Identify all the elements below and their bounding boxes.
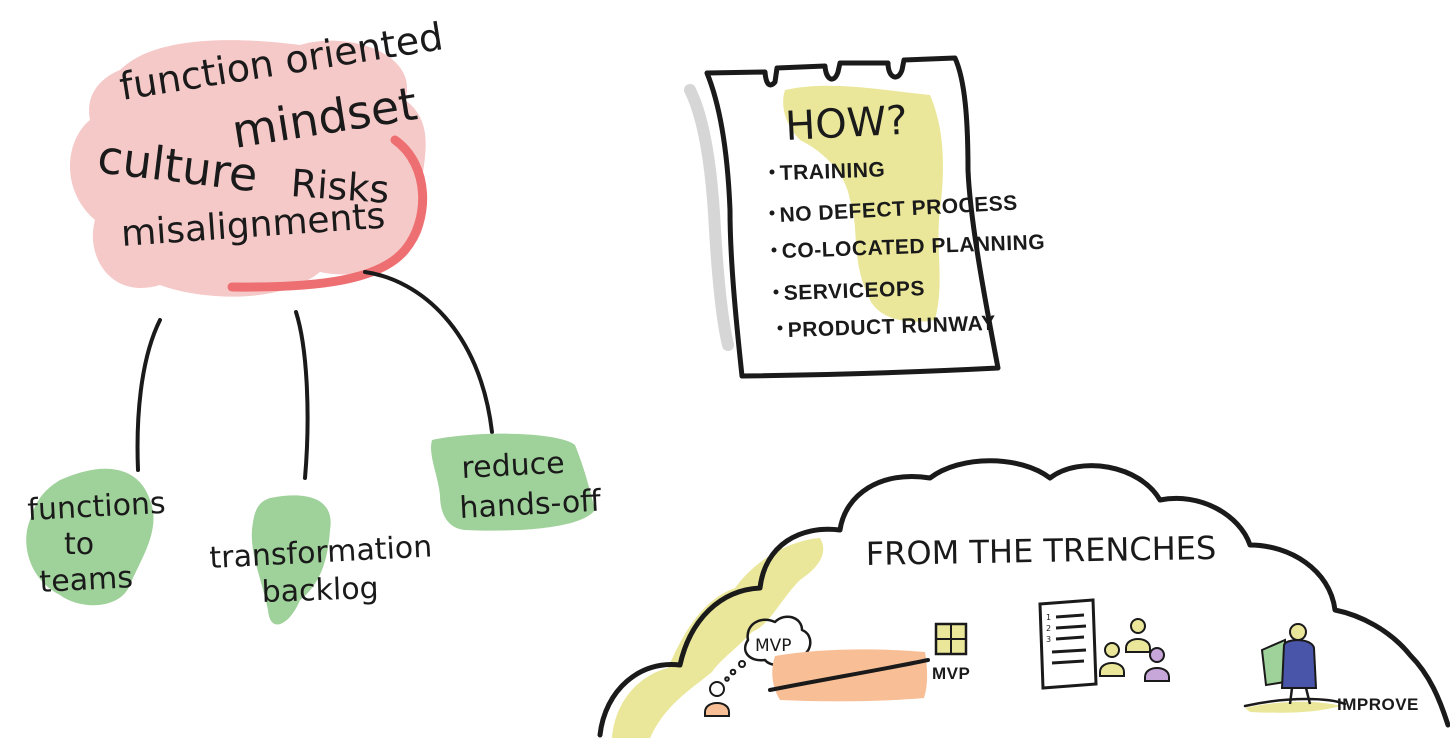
connector-left xyxy=(135,318,162,472)
branch-middle-highlight xyxy=(251,495,331,625)
cloud-outline xyxy=(597,458,1450,738)
doc-line xyxy=(1055,624,1087,630)
note-outline xyxy=(704,55,1001,379)
branch-left-highlight xyxy=(26,468,154,606)
branch-right-highlight xyxy=(431,433,595,531)
how-bullet xyxy=(771,247,777,253)
people-group-icon xyxy=(1099,618,1170,682)
hiker-leg xyxy=(1288,687,1294,705)
doc-line xyxy=(1051,648,1087,654)
trenches-title: FROM THE TRENCHES xyxy=(865,529,1216,573)
how-item-product-runway: PRODUCT RUNWAY xyxy=(787,312,996,342)
connector-right xyxy=(363,270,494,434)
person-body xyxy=(1144,667,1170,682)
connector-middle xyxy=(294,310,310,480)
how-bullet xyxy=(769,210,775,216)
person-body xyxy=(1125,638,1151,653)
how-item-training: TRAINING xyxy=(779,158,885,185)
note-yellow-highlight xyxy=(783,85,943,322)
how-note: HOW? TRAINING NO DEFECT PROCESS CO-LOCAT… xyxy=(684,55,1045,379)
branch-right-line-2: hands-off xyxy=(459,484,603,526)
hiker-body xyxy=(1280,639,1318,689)
how-bullet xyxy=(777,325,783,331)
thought-dot xyxy=(738,660,746,668)
branch-functions-to-teams: functions to teams xyxy=(27,486,167,600)
hiker-icon: IMPROVE xyxy=(1243,623,1419,714)
branch-middle-line-1: transformation xyxy=(209,529,433,576)
how-bullet xyxy=(773,289,779,295)
doc-line xyxy=(1051,659,1085,665)
person-body xyxy=(1099,662,1125,677)
document-page xyxy=(1038,598,1098,690)
doc-number-2: 2 xyxy=(1046,624,1051,633)
doc-line xyxy=(1055,635,1085,641)
root-line-risks: Risks xyxy=(289,161,390,212)
thought-dot xyxy=(729,668,737,676)
cloud-yellow-highlight xyxy=(612,538,824,738)
person-body xyxy=(704,702,730,717)
hiker-leg xyxy=(1304,687,1312,705)
how-bullet xyxy=(769,169,775,175)
branch-reduce-hands-off: reduce hands-off xyxy=(459,446,603,526)
thought-bubble xyxy=(743,615,812,667)
branch-left-line-3: teams xyxy=(39,560,134,600)
how-item-serviceops: SERVICEOPS xyxy=(783,277,925,305)
person-head xyxy=(1130,618,1146,634)
note-shadow xyxy=(684,84,734,351)
mvp-thought: MVP xyxy=(724,615,812,682)
hill-line xyxy=(1243,697,1347,708)
root-pink-accent xyxy=(227,135,428,292)
doc-number-3: 3 xyxy=(1046,635,1051,644)
how-title: HOW? xyxy=(784,98,909,150)
hill-highlight xyxy=(1245,701,1340,713)
thought-dot xyxy=(724,676,730,682)
root-pink-blob xyxy=(70,40,426,297)
branch-middle-line-2: backlog xyxy=(261,571,379,610)
how-item-co-located-planning: CO-LOCATED PLANNING xyxy=(781,231,1045,263)
branch-right-line-1: reduce xyxy=(461,446,566,486)
document-icon: 1 2 3 xyxy=(1038,598,1098,690)
thought-mvp-label: MVP xyxy=(755,636,792,656)
mvp-box-icon: MVP xyxy=(932,622,970,683)
person-thinker xyxy=(704,681,730,717)
person-head xyxy=(1149,647,1165,663)
improve-label: IMPROVE xyxy=(1337,695,1419,714)
doc-number-1: 1 xyxy=(1046,613,1051,622)
branch-left-line-2: to xyxy=(64,527,94,562)
box-mvp-label: MVP xyxy=(932,664,970,683)
trenches-cloud: FROM THE TRENCHES MVP MVP 1 2 xyxy=(597,458,1450,738)
person-head xyxy=(709,681,725,697)
hiker-head xyxy=(1289,623,1307,641)
mindmap: function oriented culture mindset Risks … xyxy=(26,14,603,625)
journey-line xyxy=(768,658,930,692)
branch-transformation-backlog: transformation backlog xyxy=(209,529,433,610)
doc-line xyxy=(1055,613,1085,619)
person-head xyxy=(1104,642,1120,658)
branch-left-line-1: functions xyxy=(27,486,167,528)
